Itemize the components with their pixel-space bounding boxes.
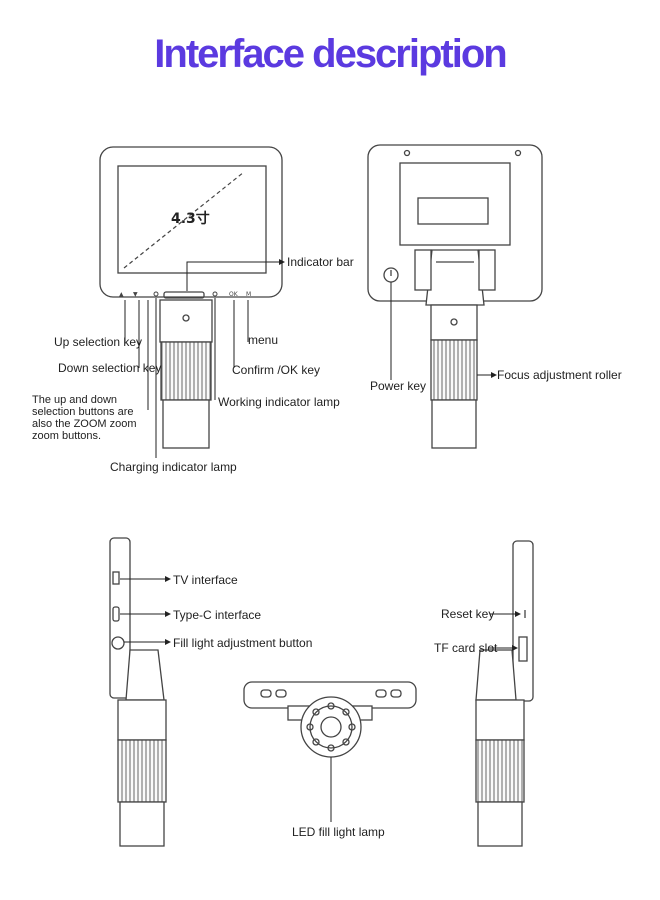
left-side-ribs — [117, 739, 167, 803]
label-type-c-interface: Type-C interface — [173, 608, 262, 622]
fill-light-wheel — [111, 636, 125, 650]
label-zoom-note: The up and down selection buttons are al… — [32, 394, 137, 442]
label-tf-card-slot: TF card slot — [434, 641, 498, 655]
label-confirm-ok-key: Confirm /OK key — [232, 363, 321, 377]
label-working-indicator-lamp: Working indicator lamp — [218, 395, 340, 409]
front-neck-screw — [182, 314, 190, 322]
indicator-bar-leader — [186, 259, 285, 291]
front-housing — [99, 146, 283, 298]
right-side-ribs — [475, 739, 525, 803]
up-button-mark: ▲ — [119, 291, 124, 298]
label-power-key: Power key — [370, 379, 427, 393]
lens-center — [320, 716, 342, 738]
label-down-selection-key: Down selection key — [58, 361, 162, 375]
right-side-hinge — [475, 649, 517, 701]
back-stand-plate — [399, 162, 511, 246]
label-up-selection-key: Up selection key — [54, 335, 143, 349]
label-led-fill-light-lamp: LED fill light lamp — [292, 825, 385, 839]
label-indicator-bar: Indicator bar — [287, 255, 354, 269]
back-hinge — [425, 249, 485, 306]
left-side-barrel — [119, 801, 165, 847]
working-lamp-dot — [212, 291, 218, 297]
label-focus-adjustment-roller: Focus adjustment roller — [497, 368, 622, 382]
page-title: Interface description — [154, 32, 507, 76]
right-side-barrel — [477, 801, 523, 847]
tv-port-shape — [112, 571, 120, 585]
right-side-housing — [512, 540, 534, 702]
screen-diagonal — [123, 171, 245, 269]
front-lens-barrel — [162, 399, 210, 449]
led-ring — [306, 702, 356, 752]
tf-slot-shape — [518, 636, 528, 662]
front-view — [99, 146, 283, 449]
label-reset-key: Reset key — [441, 607, 495, 621]
left-side-housing — [109, 537, 131, 699]
screen-size-text: 4.3寸 — [171, 210, 210, 227]
right-side-neck — [475, 699, 525, 741]
indicator-bar-shape — [163, 291, 205, 299]
label-tv-interface: TV interface — [173, 573, 238, 587]
back-screw-left — [403, 149, 411, 157]
ok-button-mark: OK — [229, 291, 239, 298]
right-side-view — [475, 540, 534, 847]
left-side-neck — [117, 699, 167, 741]
menu-button-mark: M — [246, 291, 251, 298]
bottom-view — [243, 681, 417, 758]
back-label-area — [417, 197, 489, 225]
front-focus-ribs — [160, 341, 212, 401]
back-focus-ribs — [430, 339, 478, 401]
back-screw-right — [514, 149, 522, 157]
left-side-hinge — [125, 649, 165, 701]
charging-lamp-dot — [153, 291, 159, 297]
back-view — [367, 144, 543, 449]
label-menu: menu — [248, 333, 279, 347]
label-charging-indicator-lamp: Charging indicator lamp — [110, 460, 237, 474]
back-lens-barrel — [431, 399, 477, 449]
label-fill-light-adjustment-button: Fill light adjustment button — [173, 636, 313, 650]
front-screen — [117, 165, 267, 274]
lens-middle-ring — [309, 705, 353, 749]
left-side-view — [109, 537, 167, 847]
down-button-mark: ▼ — [133, 291, 138, 298]
type-c-port-shape — [112, 606, 120, 622]
back-neck — [430, 304, 478, 341]
